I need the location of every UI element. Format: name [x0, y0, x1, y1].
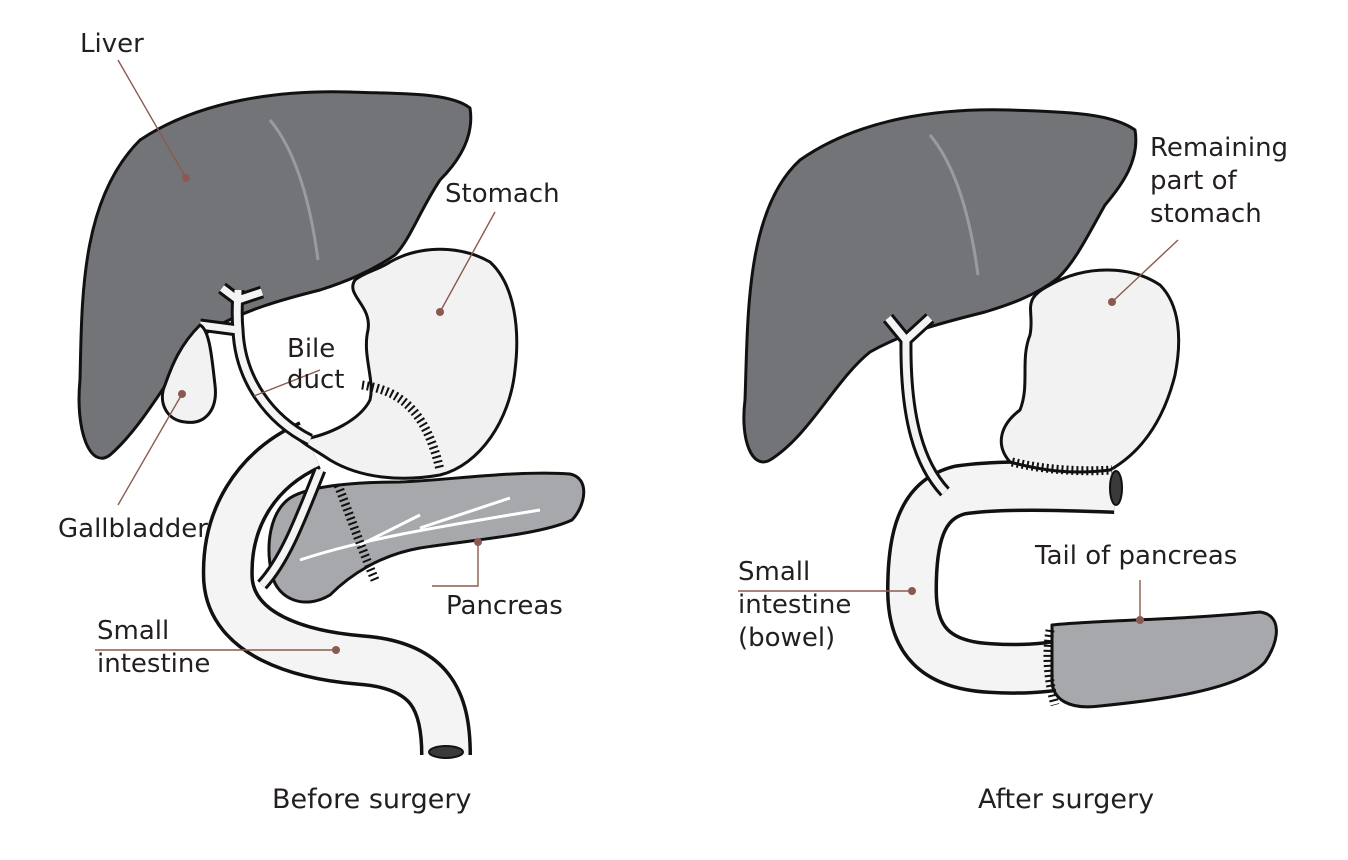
- bile-duct-after: [882, 313, 950, 497]
- stitch-line-pancreas: [333, 483, 380, 582]
- label-stomach: Stomach: [445, 179, 560, 209]
- stomach-before: [298, 247, 519, 480]
- label-small-intestine-1: Small: [97, 616, 169, 646]
- liver-after: [742, 108, 1138, 464]
- label-remaining-stomach-3: stomach: [1150, 199, 1262, 229]
- after-surgery-panel: Remaining part of stomach Tail of pancre…: [738, 108, 1288, 815]
- label-remaining-stomach-1: Remaining: [1150, 133, 1288, 163]
- tail-of-pancreas: [1050, 610, 1278, 709]
- label-remaining-stomach-2: part of: [1150, 166, 1237, 196]
- pancreas-before: [267, 471, 586, 604]
- label-tail-of-pancreas: Tail of pancreas: [1034, 541, 1237, 571]
- label-small-intestine-2: intestine: [97, 649, 210, 679]
- bile-duct-before: [199, 282, 327, 590]
- remaining-stomach: [999, 268, 1181, 474]
- gallbladder: [160, 323, 217, 424]
- stitch-line-stomach: [361, 380, 445, 472]
- label-small-intestine-after-3: (bowel): [738, 623, 835, 653]
- caption-before: Before surgery: [272, 784, 472, 815]
- small-intestine-before: [201, 421, 472, 759]
- label-bile-duct-2: duct: [287, 365, 344, 395]
- before-surgery-panel: Liver Stomach Bile duct Gallbladder Panc…: [58, 29, 586, 815]
- label-pancreas: Pancreas: [446, 591, 563, 621]
- label-small-intestine-after-1: Small: [738, 557, 810, 587]
- stitch-line-stomach-after: [1010, 457, 1113, 476]
- stitch-line-pancreas-tail: [1043, 629, 1060, 707]
- label-bile-duct-1: Bile: [287, 334, 335, 364]
- label-gallbladder: Gallbladder: [58, 514, 208, 544]
- caption-after: After surgery: [978, 784, 1154, 815]
- label-small-intestine-after-2: intestine: [738, 590, 851, 620]
- small-intestine-after: [886, 460, 1123, 695]
- label-liver: Liver: [80, 29, 144, 59]
